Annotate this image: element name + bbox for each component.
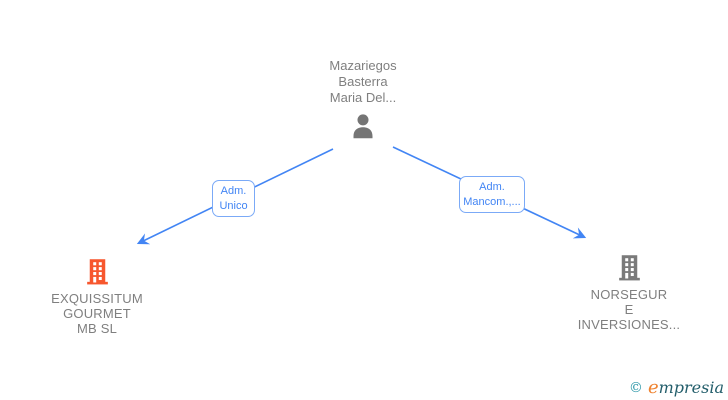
building-icon[interactable] [559,252,699,284]
company-name-line: INVERSIONES... [577,317,681,332]
person-name-line: Mazariegos [329,58,397,73]
empresia-watermark: © empresia [629,378,724,398]
edge-label-line: Mancom.,... [463,195,521,208]
person-node[interactable]: Mazariegos Basterra Maria Del... [263,58,463,144]
edge-label-line: Adm. [479,180,505,193]
person-name-line: Maria Del... [329,90,397,105]
company-name-line: GOURMET [63,306,131,321]
company-name-line: EXQUISSITUM [51,291,143,306]
company-name-line: NORSEGUR [590,287,668,302]
company-name: EXQUISSITUM GOURMET MB SL [27,291,167,336]
company-name-line: E [624,302,634,317]
brand-initial: e [647,377,659,398]
company-name-line: MB SL [76,321,117,336]
person-name: Mazariegos Basterra Maria Del... [263,58,463,106]
company-name: NORSEGUR E INVERSIONES... [559,287,699,332]
person-name-line: Basterra [338,74,388,89]
company-node-norsegur[interactable]: NORSEGUR E INVERSIONES... [559,252,699,332]
building-icon[interactable] [27,256,167,288]
edge-label-adm-unico[interactable]: Adm. Unico [212,180,255,217]
company-node-exquissitum[interactable]: EXQUISSITUM GOURMET MB SL [27,256,167,336]
edge-label-line: Adm. [220,184,247,197]
brand-name: mpresia [658,378,724,397]
copyright-icon: © [628,380,643,396]
edge-label-line: Unico [219,199,248,212]
edge-label-adm-mancom[interactable]: Adm. Mancom.,... [459,176,525,213]
person-icon[interactable] [263,112,463,144]
